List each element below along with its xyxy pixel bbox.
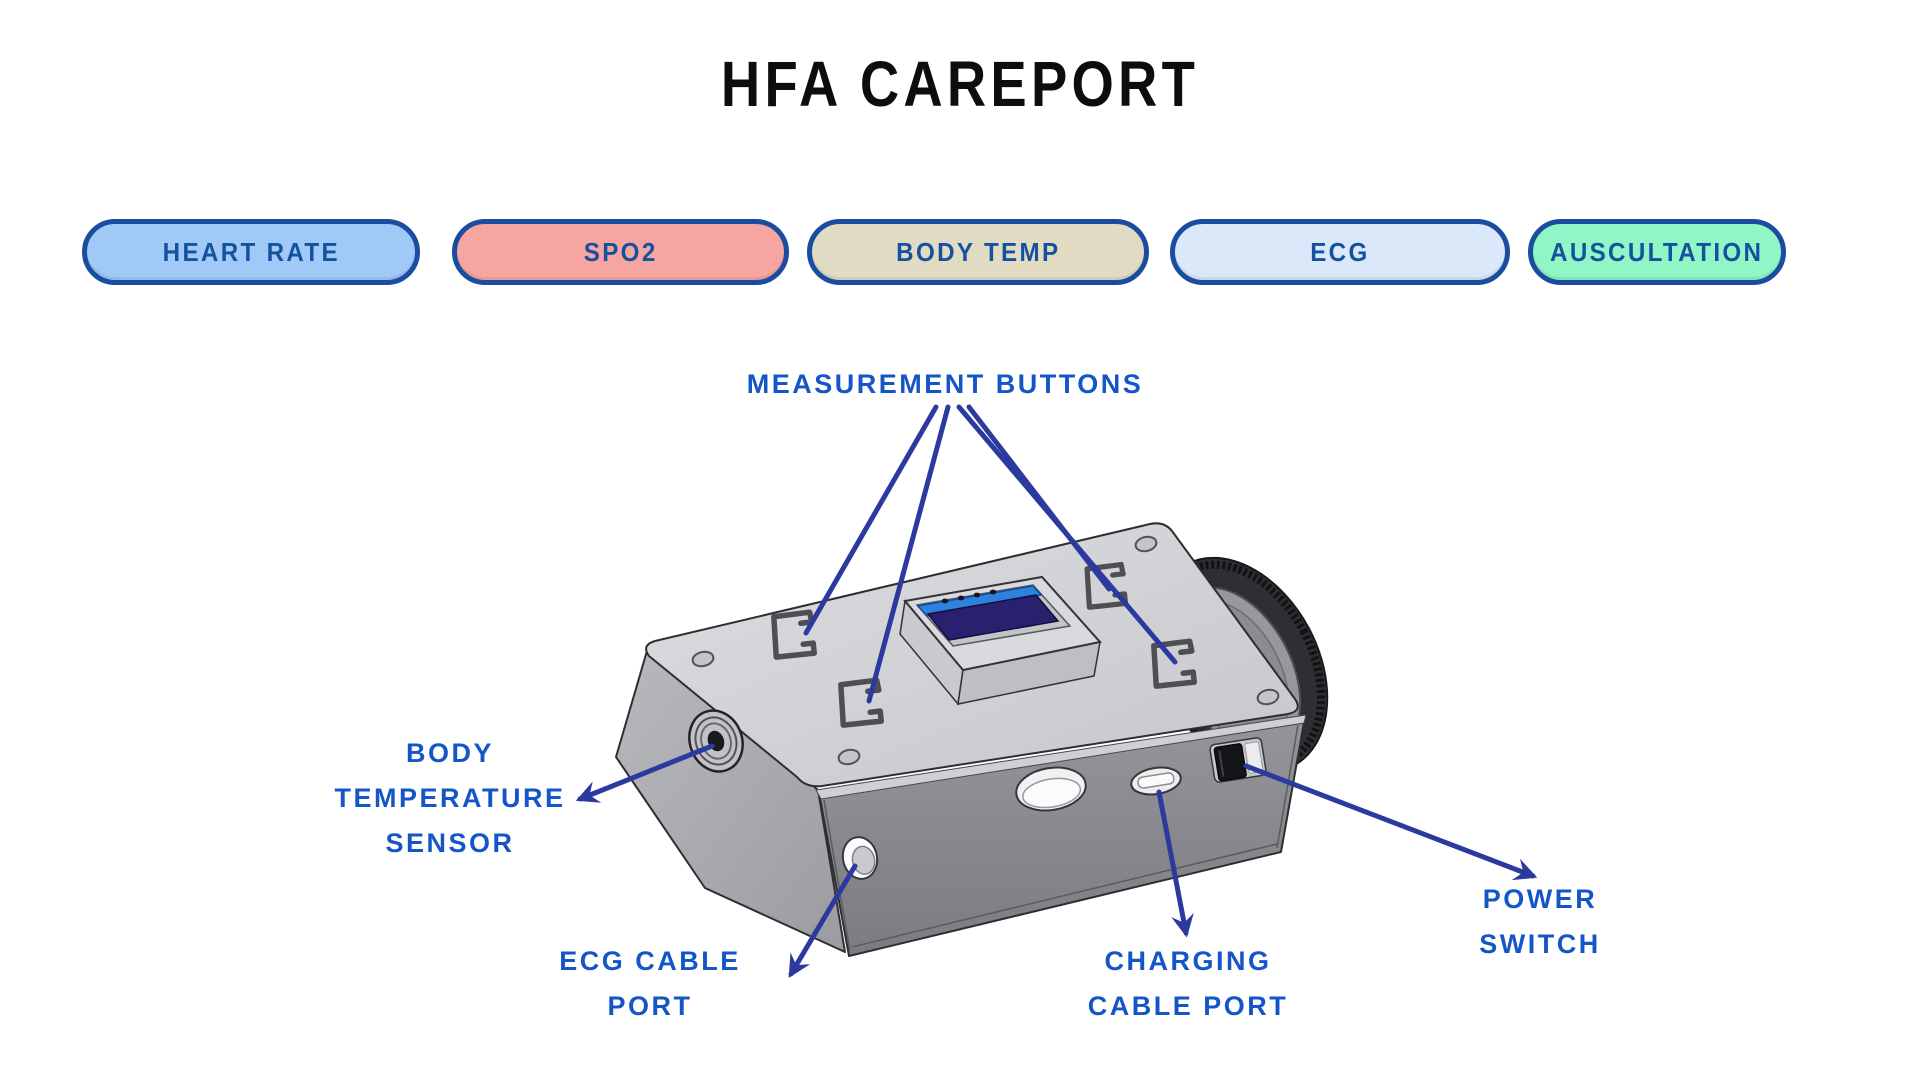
label-ecg-cable-port: ECG CABLE PORT — [559, 946, 741, 1021]
oled-screen — [926, 594, 1060, 641]
arrow-power-switch — [1243, 763, 1538, 881]
leader-line-measurement-button-2 — [866, 404, 951, 704]
screw-hole — [691, 650, 715, 668]
screw-hole — [1256, 688, 1280, 706]
power-switch — [1209, 737, 1267, 783]
front-top-chamfer — [815, 714, 1307, 800]
arrow-charging-cable-port — [1156, 789, 1194, 938]
legend-button-body-temp[interactable]: BODY TEMP — [807, 219, 1149, 285]
page-title: HFA CAREPORT — [720, 48, 1200, 120]
label-body-temperature-sensor: BODY TEMPERATURE SENSOR — [334, 738, 566, 858]
pcb-pins — [941, 589, 997, 604]
screw-holes — [691, 535, 1280, 766]
legend-button-label: AUSCULTATION — [1550, 236, 1764, 267]
legend-button-heart-rate[interactable]: HEART RATE — [82, 219, 420, 285]
legend-button-label: HEART RATE — [162, 236, 340, 267]
leader-line-measurement-button-4 — [956, 404, 1178, 665]
legend-button-ecg[interactable]: ECG — [1170, 219, 1510, 285]
front-right-edge-line — [1276, 724, 1299, 849]
legend-button-auscultation[interactable]: AUSCULTATION — [1528, 219, 1786, 285]
leader-line-measurement-button-1 — [803, 404, 939, 636]
legend-button-spo2[interactable]: SPO2 — [452, 219, 789, 285]
speaker-cutout — [1015, 766, 1087, 812]
display-module — [899, 575, 1102, 706]
screw-hole — [837, 748, 861, 766]
charging-port — [1130, 766, 1182, 796]
label-power-switch: POWER SWITCH — [1479, 884, 1601, 959]
label-measurement-buttons: MEASUREMENT BUTTONS — [746, 369, 1144, 399]
legend-button-label: SPO2 — [583, 236, 658, 267]
body-temperature-sensor — [688, 709, 744, 773]
label-charging-cable-port: CHARGING CABLE PORT — [1087, 946, 1289, 1021]
front-bottom-chamfer-line — [851, 843, 1278, 948]
arrow-ecg-cable-port — [788, 863, 858, 978]
legend-button-label: BODY TEMP — [895, 236, 1061, 267]
screw-hole — [1134, 535, 1158, 553]
arrow-body-temperature-sensor — [575, 743, 715, 803]
legend-button-label: ECG — [1310, 236, 1370, 267]
front-left-edge-line — [823, 799, 851, 952]
